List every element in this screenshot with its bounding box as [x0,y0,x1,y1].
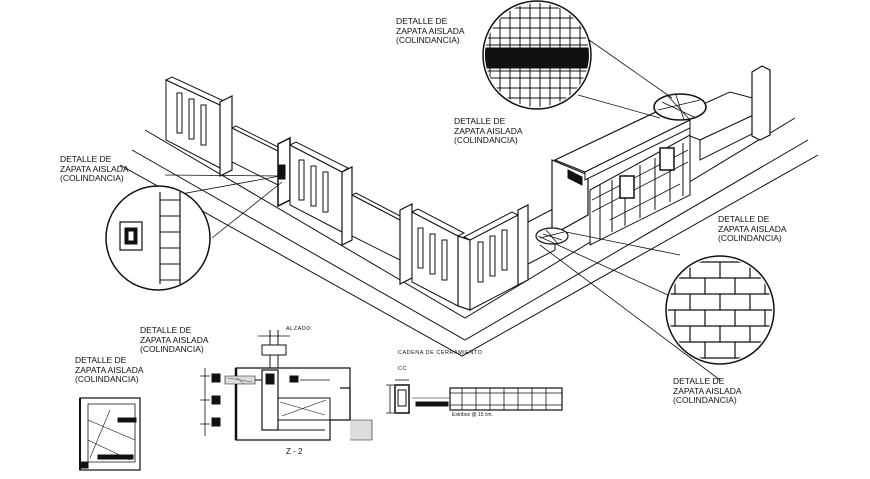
label-line: (COLINDANCIA) [75,374,139,384]
z2-section [200,330,373,441]
left-wall-run [164,76,406,261]
z2-label: Z - 2 [286,447,303,456]
right-wall-run [527,65,771,265]
label-line: DETALLE DE [60,154,112,164]
corner-pillars [399,203,529,311]
label-line: (COLINDANCIA) [140,344,204,354]
label-line: ZAPATA AISLADA [454,125,523,136]
label-line: DETALLE DE [140,325,192,335]
detail-circle-right [665,255,775,365]
alzado-label: ALZADO [286,326,312,332]
label-left: DETALLE DE ZAPATA AISLADA (COLINDANCIA) [60,154,129,184]
label-line: ZAPATA AISLADA [396,25,465,36]
label-line: (COLINDANCIA) [673,395,737,405]
label-bottom-left: DETALLE DE ZAPATA AISLADA (COLINDANCIA) [75,355,144,385]
label-mid-center: DETALLE DE ZAPATA AISLADA (COLINDANCIA) [454,116,523,146]
label-line: ZAPATA AISLADA [60,163,129,174]
label-line: (COLINDANCIA) [396,35,460,45]
label-line: (COLINDANCIA) [718,233,782,243]
label-right-upper: DETALLE DE ZAPATA AISLADA (COLINDANCIA) [718,214,787,244]
label-line: (COLINDANCIA) [60,173,124,183]
label-top-center: DETALLE DE ZAPATA AISLADA (COLINDANCIA) [396,16,465,46]
label-bottom-mid: DETALLE DE ZAPATA AISLADA (COLINDANCIA) [140,325,209,355]
label-right-lower: DETALLE DE ZAPATA AISLADA (COLINDANCIA) [673,376,742,406]
label-line: DETALLE DE [673,376,725,386]
cadena-label: CADENA DE CERRAMIENTO [398,350,483,356]
label-line: DETALLE DE [454,116,506,126]
bottom-left-detail [79,397,141,471]
cadena-section [386,379,563,414]
detail-circle-top [482,0,592,110]
detail-circle-left [105,185,211,291]
label-line: (COLINDANCIA) [454,135,518,145]
label-line: ZAPATA AISLADA [140,334,209,345]
label-line: DETALLE DE [75,355,127,365]
label-line: ZAPATA AISLADA [673,385,742,396]
label-line: DETALLE DE [718,214,770,224]
label-line: ZAPATA AISLADA [718,223,787,234]
label-line: DETALLE DE [396,16,448,26]
label-line: ZAPATA AISLADA [75,364,144,375]
cc-label: CC [398,366,407,372]
estribos-label: Estribos @ 15 cm. [452,412,493,418]
